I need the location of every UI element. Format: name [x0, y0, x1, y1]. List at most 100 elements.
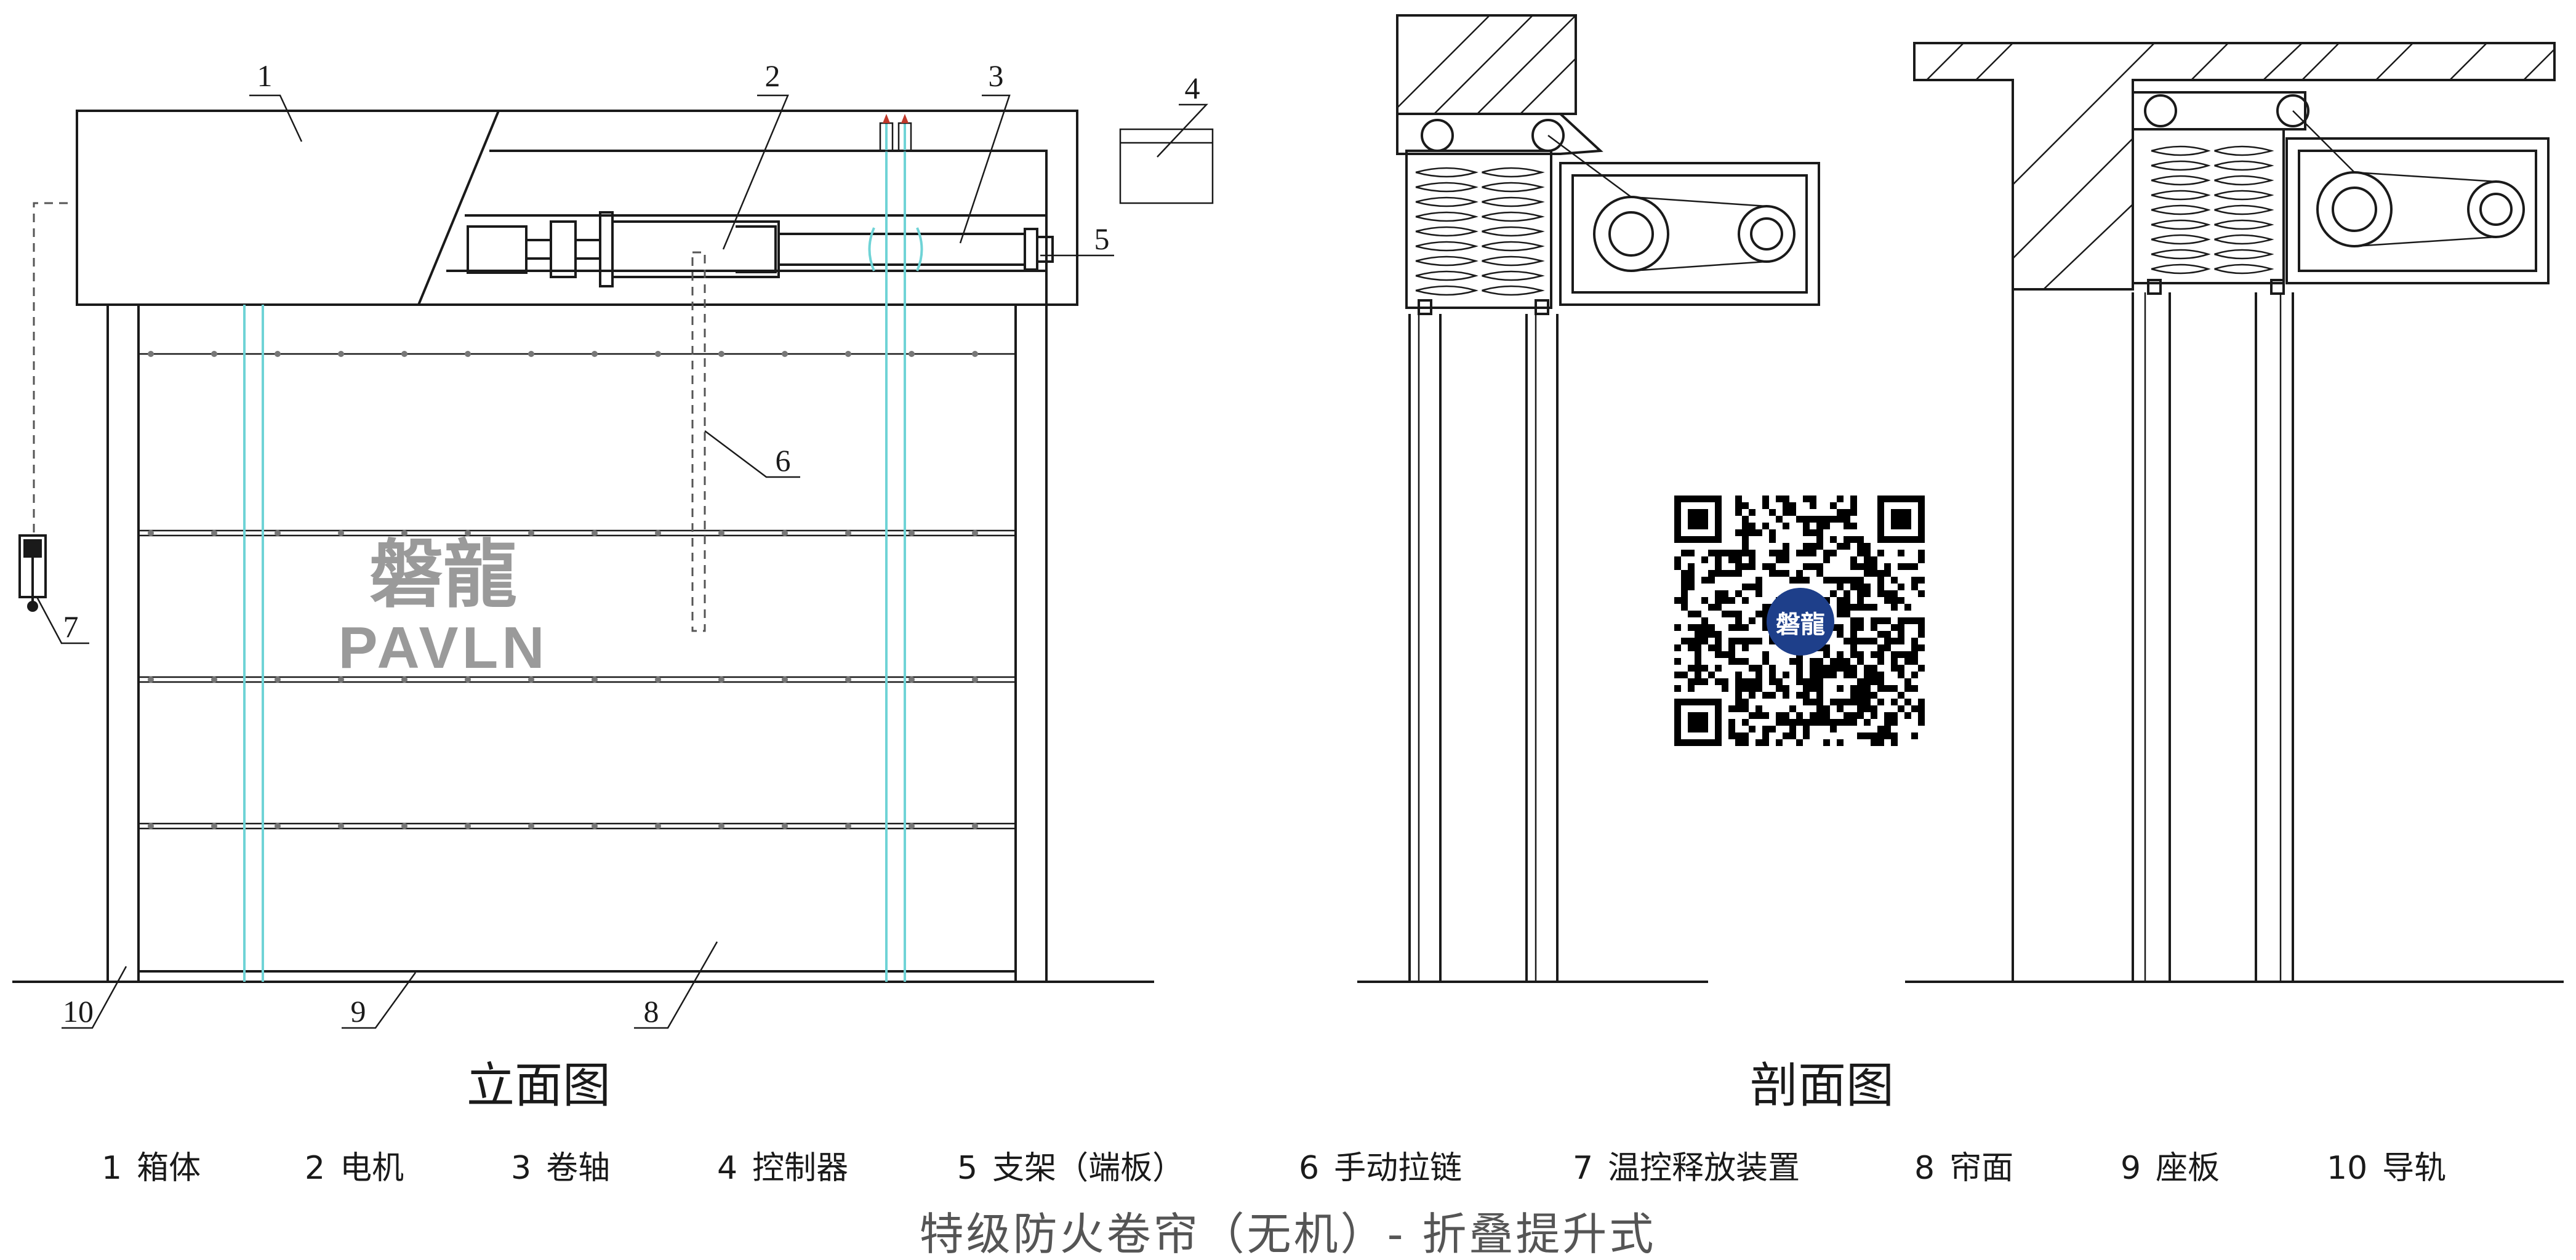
brand-watermark: 磐龍 PAVLN [338, 532, 544, 681]
curtain-fold [1415, 167, 1479, 178]
curtain-fold [2151, 249, 2211, 260]
section-view-title: 剖面图 [1750, 1058, 1894, 1114]
rivet [845, 676, 851, 683]
rivet [909, 351, 915, 357]
curtain-fold [2214, 175, 2274, 186]
callout-10: 10 [63, 994, 94, 1029]
rivet [972, 351, 978, 357]
rivet [528, 530, 534, 536]
rivet [845, 530, 851, 536]
curtain-fold [1415, 285, 1479, 296]
curtain-fold [1415, 270, 1479, 281]
curtain-fold [1482, 211, 1545, 222]
curtain-fold [2151, 175, 2211, 186]
curtain-fold [1482, 182, 1545, 193]
rivet [275, 676, 281, 683]
rivet [148, 530, 154, 536]
rivet [909, 530, 915, 536]
rivet [401, 351, 407, 357]
rivet [465, 530, 471, 536]
rivet [655, 823, 661, 829]
leader-lines [36, 94, 1208, 1029]
rivet [528, 351, 534, 357]
curtain-fold [1482, 167, 1545, 178]
seat-plate [137, 970, 1017, 983]
rivet [972, 823, 978, 829]
callout-3: 3 [989, 58, 1004, 93]
rivet [148, 676, 154, 683]
rivet [275, 823, 281, 829]
rivet [275, 530, 281, 536]
watermark-brand-cn: 磐龍 [369, 532, 517, 618]
rivet [845, 351, 851, 357]
rivet [655, 530, 661, 536]
rivet [592, 351, 598, 357]
curtain-fold [2214, 190, 2274, 201]
folded-curtain [1415, 167, 1545, 296]
rivet [528, 823, 534, 829]
curtain-fold [1415, 255, 1479, 267]
rivet [845, 823, 851, 829]
rivet [718, 676, 724, 683]
curtain-rivets [148, 351, 978, 829]
callout-1: 1 [257, 58, 273, 93]
motor-shaft [467, 211, 1054, 287]
curtain-fold [2151, 234, 2211, 245]
curtain-fold [2214, 145, 2274, 156]
curtain-fold [2151, 219, 2211, 230]
curtain-panels [137, 353, 1017, 983]
controller-box [1119, 128, 1214, 204]
curtain-fold [2214, 249, 2274, 260]
rivet [909, 823, 915, 829]
curtain-fold [2214, 204, 2274, 215]
curtain-fold [1482, 255, 1545, 267]
rivet [718, 823, 724, 829]
curtain-fold [2214, 263, 2274, 275]
rivet [275, 351, 281, 357]
elevation-view: 磐龍 PAVLN 1 2 3 4 5 6 7 9 8 10 [12, 58, 1214, 1114]
rivet [338, 351, 344, 357]
curtain-fold [2151, 160, 2211, 171]
drawing-title: 特级防火卷帘（无机）- 折叠提升式 [920, 1208, 1656, 1260]
section-view-ceiling-mounted [1905, 42, 2564, 983]
manual-chain [691, 251, 706, 632]
folded-curtain [2151, 145, 2274, 275]
rivet [465, 351, 471, 357]
rivet [338, 823, 344, 829]
callout-2: 2 [765, 58, 780, 93]
rivet [972, 676, 978, 683]
curtain-fold [2214, 219, 2274, 230]
rivet [465, 676, 471, 683]
section-view-wall-mounted [1357, 14, 1820, 983]
callout-6: 6 [776, 443, 791, 478]
rivet [401, 823, 407, 829]
callout-7: 7 [63, 609, 79, 644]
rivet [655, 351, 661, 357]
guide-rails [106, 305, 1048, 982]
curtain-fold [1415, 182, 1479, 193]
rivet [718, 530, 724, 536]
curtain-fold [2214, 234, 2274, 245]
curtain-fold [1415, 211, 1479, 222]
callout-8: 8 [644, 994, 659, 1029]
elevation-view-title: 立面图 [467, 1058, 611, 1114]
rivet [211, 530, 217, 536]
lifting-cables [243, 114, 923, 982]
rivet [338, 530, 344, 536]
curtain-fold [1482, 196, 1545, 207]
qr-badge [1767, 588, 1834, 656]
curtain-fold [1415, 241, 1479, 252]
rivet [782, 351, 788, 357]
curtain-fold [1415, 196, 1479, 207]
rivet [718, 351, 724, 357]
rivet [211, 823, 217, 829]
rivet [909, 676, 915, 683]
